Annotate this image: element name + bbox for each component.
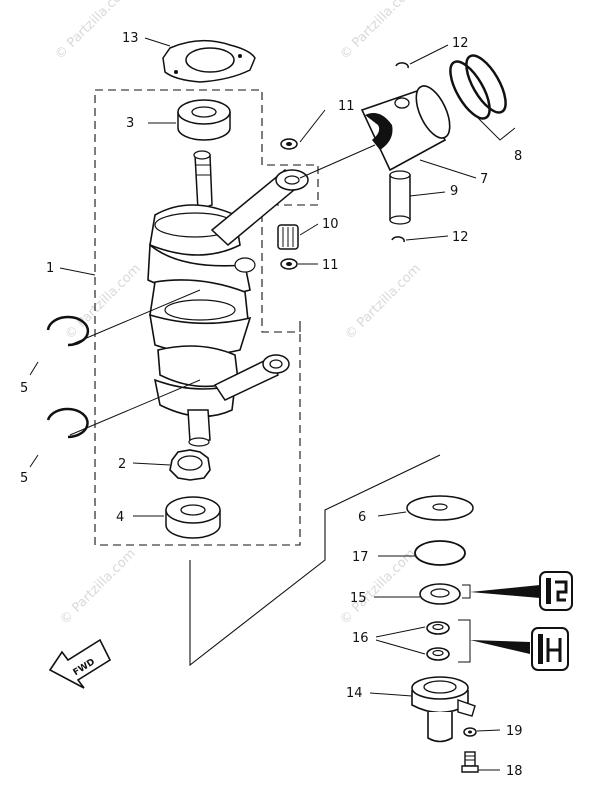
label-part-16: 16 [352,631,369,646]
watermark: © Partzilla.com [337,0,419,63]
label-part-19: 19 [506,724,523,739]
oil-seal [419,583,461,605]
upper-bearing [177,99,231,141]
o-ring [414,540,466,566]
gasket [162,39,256,83]
drive-gear [169,449,211,481]
bearing-clip-upper [46,315,90,347]
watermark: © Partzilla.com [337,546,419,628]
crankshaft [147,150,256,447]
label-part-6: 6 [358,510,366,525]
label-part-18: 18 [506,764,523,779]
bolt-washer [463,727,477,737]
label-part-1: 1 [46,261,54,276]
oil-seal-pair [426,621,450,661]
connecting-rod-lower [213,354,290,401]
connecting-rod-upper [210,168,309,247]
label-part-5: 5 [20,471,28,486]
lower-bearing [165,496,221,539]
label-part-4: 4 [116,510,124,525]
label-part-7: 7 [480,172,488,187]
label-part-13: 13 [122,31,139,46]
seal-section-icon [539,571,573,611]
thrust-washer [406,495,474,521]
piston [360,85,451,172]
label-part-5: 5 [20,381,28,396]
small-end-washer-upper [280,138,298,150]
piston-pin-clip-upper [395,62,409,69]
housing-bolt [461,751,479,773]
fwd-arrow-icon: FWD [48,638,112,689]
label-part-12: 12 [452,230,469,245]
small-end-washer-lower [280,258,298,270]
piston-pin [389,170,411,225]
seal-group-outline [189,454,441,667]
piston-pin-clip-lower [391,236,405,243]
label-part-10: 10 [322,217,339,232]
seal-housing [411,676,476,743]
label-part-9: 9 [450,184,458,199]
seal-section-icon [531,627,569,671]
watermark: © Partzilla.com [57,546,139,628]
label-part-12: 12 [452,36,469,51]
bearing-clip-lower [46,407,89,439]
label-part-3: 3 [126,116,134,131]
label-part-11: 11 [322,258,339,273]
part-labels: 13 3 12 11 8 7 9 10 12 11 1 5 5 2 4 6 17… [20,31,523,779]
watermark: © Partzilla.com [342,261,424,343]
label-part-8: 8 [514,149,522,164]
assembly-outline [94,89,319,546]
needle-bearing [277,224,299,250]
label-part-14: 14 [346,686,363,701]
label-part-15: 15 [350,591,367,606]
piston-rings [449,54,507,120]
label-part-17: 17 [352,550,369,565]
label-part-2: 2 [118,457,126,472]
label-part-11: 11 [338,99,355,114]
